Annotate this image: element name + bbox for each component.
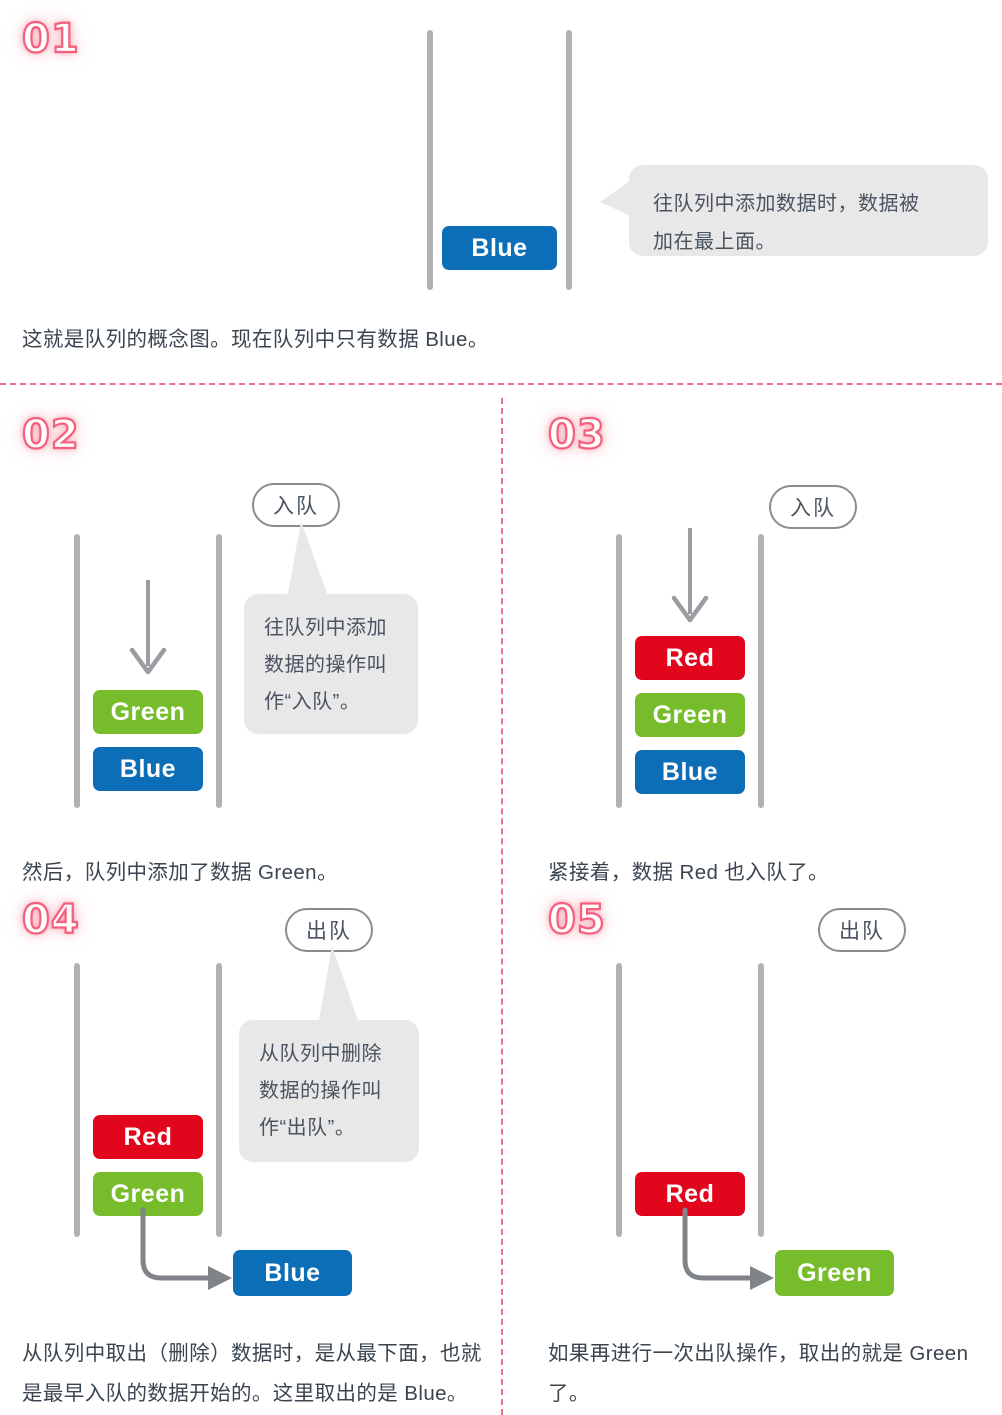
callout-bubble-04: 从队列中删除 数据的操作叫 作“出队”。 — [239, 1020, 419, 1162]
queue-rail-left-04 — [74, 963, 80, 1237]
queue-rail-left-02 — [74, 534, 80, 808]
pill-enqueue-03: 入队 — [769, 485, 857, 529]
pill-dequeue-04: 出队 — [285, 908, 373, 952]
step-badge-03: 03 — [547, 411, 606, 459]
step-badge-05: 05 — [547, 896, 606, 944]
step-badge-04: 04 — [21, 896, 80, 944]
queue-box-green-02: Green — [93, 690, 203, 734]
callout-tail-04 — [318, 946, 360, 1026]
queue-rail-left-05 — [616, 963, 622, 1237]
queue-box-green-04: Green — [93, 1172, 203, 1216]
queue-rail-right-04 — [216, 963, 222, 1237]
enqueue-arrow-02 — [129, 580, 167, 675]
caption-04: 从队列中取出（删除）数据时，是从最下面，也就 是最早入队的数据开始的。这里取出的… — [22, 1342, 482, 1405]
queue-rail-right-01 — [566, 30, 572, 290]
queue-box-green-03: Green — [635, 693, 745, 737]
queue-rail-right-02 — [216, 534, 222, 808]
caption-05: 如果再进行一次出队操作，取出的就是 Green 了。 — [548, 1342, 969, 1405]
callout-text-02: 往队列中添加 数据的操作叫 作“入队”。 — [264, 617, 387, 713]
caption-02: 然后，队列中添加了数据 Green。 — [22, 861, 338, 884]
step-badge-02: 02 — [21, 411, 80, 459]
queue-box-red-04: Red — [93, 1115, 203, 1159]
caption-03: 紧接着，数据 Red 也入队了。 — [548, 861, 829, 884]
queue-rail-left-01 — [427, 30, 433, 290]
callout-tail-02 — [287, 521, 329, 599]
queue-box-blue-02: Blue — [93, 747, 203, 791]
queue-box-red-03: Red — [635, 636, 745, 680]
divider-vertical — [501, 398, 503, 1415]
callout-text-01: 往队列中添加数据时，数据被 加在最上面。 — [653, 193, 920, 253]
step-badge-01: 01 — [21, 15, 80, 63]
divider-horizontal — [0, 383, 1002, 385]
pill-enqueue-02: 入队 — [252, 483, 340, 527]
callout-bubble-02: 往队列中添加 数据的操作叫 作“入队”。 — [244, 594, 418, 734]
queue-box-red-05: Red — [635, 1172, 745, 1216]
dequeued-box-blue-04: Blue — [233, 1250, 352, 1296]
queue-rail-left-03 — [616, 534, 622, 808]
caption-01: 这就是队列的概念图。现在队列中只有数据 Blue。 — [22, 328, 489, 351]
dequeue-arrow-04 — [140, 1207, 232, 1290]
queue-box-blue-01: Blue — [442, 226, 557, 270]
callout-bubble-01: 往队列中添加数据时，数据被 加在最上面。 — [629, 165, 988, 256]
callout-text-04: 从队列中删除 数据的操作叫 作“出队”。 — [259, 1043, 382, 1139]
queue-rail-right-05 — [758, 963, 764, 1237]
pill-dequeue-05: 出队 — [818, 908, 906, 952]
dequeue-arrow-05 — [682, 1207, 774, 1290]
queue-box-blue-03: Blue — [635, 750, 745, 794]
enqueue-arrow-03 — [671, 528, 709, 623]
dequeued-box-green-05: Green — [775, 1250, 894, 1296]
queue-rail-right-03 — [758, 534, 764, 808]
